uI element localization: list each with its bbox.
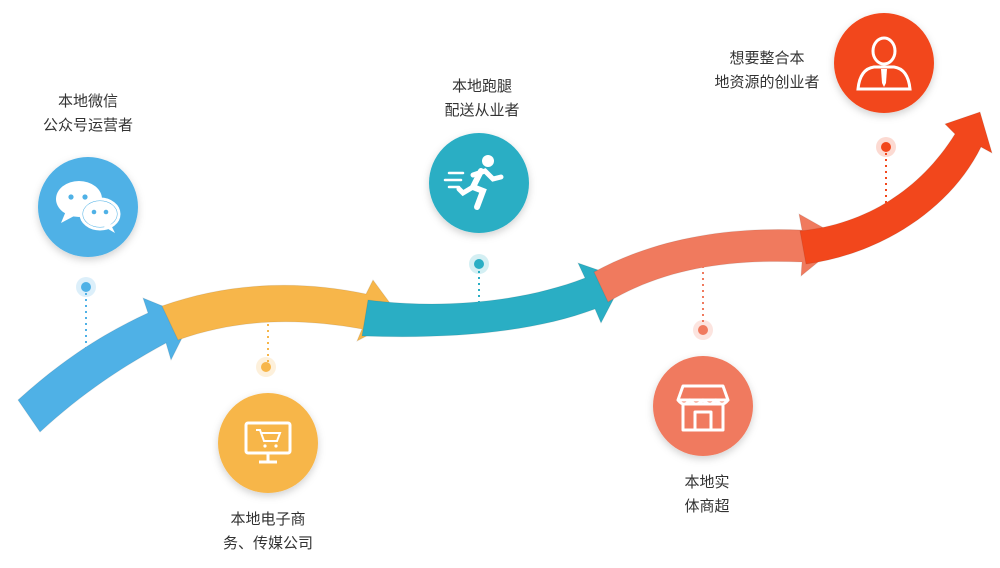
node-ecommerce — [218, 393, 318, 493]
dot-ecommerce — [256, 357, 276, 377]
arrow-path — [17, 111, 993, 433]
connector-dots — [76, 137, 896, 377]
connectors — [85, 147, 887, 370]
businessman-icon — [856, 36, 912, 91]
dot-wechat — [76, 277, 96, 297]
dot-founder — [876, 137, 896, 157]
running-person-icon — [443, 155, 504, 210]
label-runner: 本地跑腿 配送从业者 — [444, 74, 519, 122]
arrow-segment-founder — [799, 111, 993, 265]
arrow-segment-runner — [361, 262, 625, 338]
node-runner — [429, 133, 529, 233]
label-store-line1: 本地实 — [684, 473, 730, 491]
label-ecommerce: 本地电子商 务、传媒公司 — [223, 507, 313, 555]
label-ecommerce-line2: 务、传媒公司 — [222, 534, 314, 552]
label-founder: 想要整合本 地资源的创业者 — [714, 46, 819, 94]
label-runner-line1: 本地跑腿 — [451, 77, 513, 95]
label-wechat-line1: 本地微信 — [57, 92, 119, 110]
shopping-cart-monitor-icon — [244, 421, 292, 464]
node-founder — [834, 13, 934, 113]
label-runner-line2: 配送从业者 — [444, 101, 520, 119]
arrow-segment-wechat — [17, 297, 193, 433]
node-store — [653, 356, 753, 456]
label-founder-line1: 想要整合本 — [729, 49, 805, 67]
label-wechat: 本地微信 公众号运营者 — [43, 89, 133, 137]
label-wechat-line2: 公众号运营者 — [42, 116, 134, 134]
label-founder-line2: 地资源的创业者 — [714, 73, 820, 91]
label-store: 本地实 体商超 — [684, 470, 729, 518]
storefront-icon — [676, 384, 730, 432]
wechat-icon — [56, 181, 121, 233]
label-store-line2: 体商超 — [684, 497, 730, 515]
node-wechat — [38, 157, 138, 257]
dot-runner — [469, 254, 489, 274]
label-ecommerce-line1: 本地电子商 — [230, 510, 306, 528]
dot-store — [693, 320, 713, 340]
